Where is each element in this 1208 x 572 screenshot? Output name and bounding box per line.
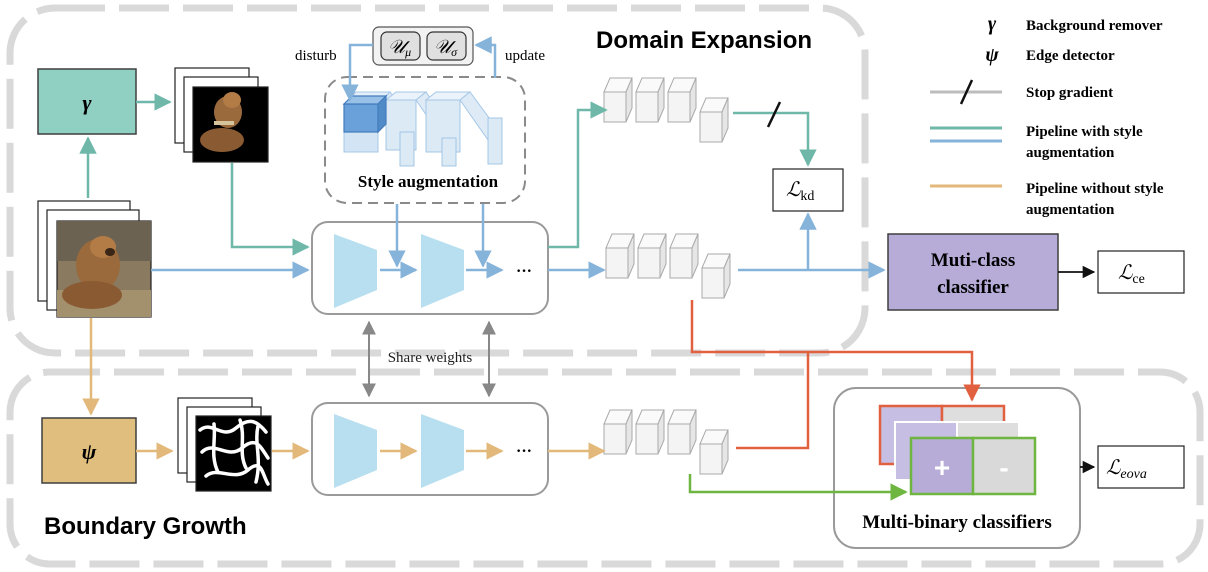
domain-expansion-title: Domain Expansion: [596, 27, 812, 54]
eova-loss-subscript: eova: [1120, 467, 1146, 482]
style-feature-cubes: [342, 91, 503, 167]
top-encoder-box: [311, 221, 549, 315]
top-encoder-layer-1: [334, 234, 377, 308]
u-sigma-subscript: σ: [451, 45, 458, 59]
style-augmentation-box: [324, 76, 526, 204]
share-weights-label: Share weights: [388, 350, 473, 366]
arrow-encoder-to-top-feature: [548, 101, 608, 249]
input-image-stack: [37, 200, 152, 318]
u-mu-subscript: μ: [404, 45, 411, 59]
kd-loss-symbol: ℒ: [786, 179, 801, 201]
bottom-encoder-box: [311, 402, 549, 496]
disturb-arrow: [341, 43, 373, 102]
positive-sign: +: [934, 452, 950, 483]
bottom-encoder-layer-2: [421, 414, 464, 488]
arrow-top-feature-to-kd: [733, 111, 817, 167]
multi-class-label-line2: classifier: [937, 277, 1009, 298]
bottom-encoder-layer-1: [334, 414, 377, 488]
top-encoder-layer-2: [421, 234, 464, 308]
legend: γ Background remover ψ Edge detector Sto…: [930, 13, 1164, 218]
u-mu-cell: [380, 31, 421, 61]
svg-text:𝒰σ: 𝒰σ: [434, 37, 458, 59]
bottom-encoder-ellipsis: ···: [516, 443, 532, 460]
legend-with-style-line1: Pipeline with style: [1026, 124, 1143, 140]
feature-tensor-top: [603, 77, 729, 143]
eova-loss-box: [1097, 445, 1185, 489]
legend-gamma-label: Background remover: [1026, 18, 1163, 34]
boundary-growth-region: [6, 368, 1204, 568]
legend-stop-gradient-mark: [959, 79, 974, 105]
legend-psi-label: Edge detector: [1026, 48, 1115, 64]
kd-loss-subscript: kd: [800, 189, 814, 204]
legend-stop-gradient: Stop gradient: [1026, 85, 1113, 101]
domain-expansion-region: [6, 4, 869, 357]
arrow-bottom-feature-to-red-branch: [736, 352, 810, 450]
kd-loss-box: [772, 168, 844, 212]
boundary-growth-title: Boundary Growth: [44, 513, 247, 540]
u-sigma-cell: [426, 31, 467, 61]
eova-loss-symbol: ℒ: [1106, 457, 1121, 479]
svg-text:ℒkd: ℒkd: [786, 179, 814, 204]
multi-class-label-line1: Muti-class: [931, 250, 1015, 271]
multi-binary-label: Multi-binary classifiers: [862, 512, 1051, 533]
negative-class-cell: [971, 436, 1037, 496]
edge-detector-symbol: ψ: [82, 439, 97, 464]
legend-without-style-line1: Pipeline without style: [1026, 181, 1164, 197]
feature-tensor-bottom: [603, 409, 729, 475]
feature-tensor-middle: [605, 233, 731, 299]
svg-text:ℒce: ℒce: [1118, 262, 1145, 287]
svg-text:ℒeova: ℒeova: [1106, 457, 1147, 482]
negative-sign: -: [999, 452, 1008, 483]
svg-text:𝒰μ: 𝒰μ: [388, 37, 411, 59]
multi-class-classifier: [887, 233, 1059, 311]
u-mu-symbol: 𝒰: [388, 37, 410, 58]
stop-gradient-mark: [766, 101, 782, 128]
disturb-label: disturb: [295, 48, 337, 64]
background-removed-stack: [174, 67, 269, 163]
top-encoder-ellipsis: ···: [516, 263, 532, 280]
edge-map-stack: [177, 397, 272, 492]
arrow-bottom-feature-to-binary: [688, 474, 908, 501]
background-remover-symbol: γ: [82, 90, 92, 115]
ce-loss-subscript: ce: [1132, 272, 1144, 287]
edge-pattern-icon: [198, 418, 270, 486]
style-augmentation-label: Style augmentation: [358, 172, 499, 191]
u-sigma-symbol: 𝒰: [434, 37, 456, 58]
ce-loss-symbol: ℒ: [1118, 262, 1133, 284]
background-remover-block: [37, 68, 137, 135]
ce-loss-box: [1097, 250, 1185, 294]
arrow-middle-feature-to-binary: [690, 300, 981, 402]
update-arrow: [474, 36, 497, 78]
legend-without-style-line2: augmentation: [1026, 202, 1115, 218]
arrow-foreground-to-encoder: [230, 163, 310, 256]
legend-psi-symbol: ψ: [985, 44, 999, 66]
legend-with-style-line2: augmentation: [1026, 145, 1115, 161]
update-label: update: [505, 48, 545, 64]
legend-gamma-symbol: γ: [988, 13, 997, 35]
